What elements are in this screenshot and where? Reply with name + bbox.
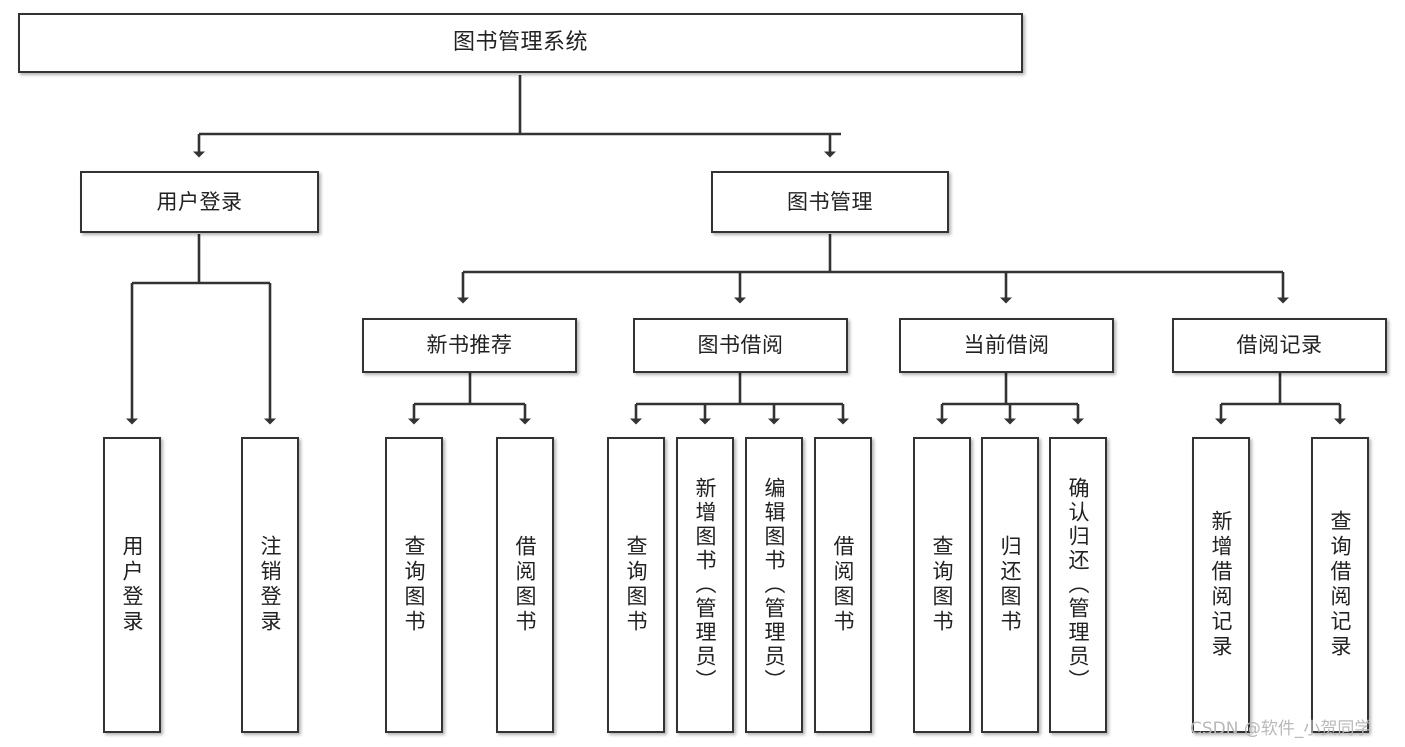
node-current-borrow-label: 当前借阅 [963, 333, 1050, 358]
node-leaf-add-record[interactable]: 新增借阅记录 [1192, 437, 1250, 733]
node-root[interactable]: 图书管理系统 [18, 13, 1023, 73]
node-root-label: 图书管理系统 [452, 30, 588, 56]
node-leaf-query-record[interactable]: 查询借阅记录 [1311, 437, 1369, 733]
node-leaf-add-book[interactable]: 新增图书（管理员） [676, 437, 734, 733]
node-borrow-record-label: 借阅记录 [1236, 333, 1323, 358]
node-leaf-query-book-3[interactable]: 查询图书 [913, 437, 971, 733]
node-leaf-user-login-label: 用户登录 [120, 535, 145, 635]
node-leaf-edit-book-label: 编辑图书（管理员） [762, 477, 787, 693]
node-leaf-user-login[interactable]: 用户登录 [103, 437, 161, 733]
node-leaf-confirm-return-label: 确认归还（管理员） [1066, 477, 1091, 693]
node-leaf-query-book-2[interactable]: 查询图书 [607, 437, 665, 733]
node-leaf-return-book-label: 归还图书 [998, 535, 1023, 635]
node-leaf-query-book-1-label: 查询图书 [402, 535, 427, 635]
node-book-borrow-label: 图书借阅 [697, 333, 784, 358]
node-leaf-query-book-3-label: 查询图书 [930, 535, 955, 635]
node-leaf-query-book-1[interactable]: 查询图书 [385, 437, 443, 733]
node-new-book-recommend[interactable]: 新书推荐 [362, 318, 577, 373]
node-leaf-edit-book[interactable]: 编辑图书（管理员） [745, 437, 803, 733]
node-leaf-borrow-book-1[interactable]: 借阅图书 [496, 437, 554, 733]
node-leaf-borrow-book-2-label: 借阅图书 [831, 535, 856, 635]
node-user-login[interactable]: 用户登录 [80, 171, 319, 233]
node-leaf-add-book-label: 新增图书（管理员） [693, 477, 718, 693]
node-leaf-user-logout-label: 注销登录 [258, 535, 283, 635]
watermark-text: CSDN @软件_小贺同学 [1190, 719, 1372, 739]
node-borrow-record[interactable]: 借阅记录 [1172, 318, 1387, 373]
node-leaf-borrow-book-2[interactable]: 借阅图书 [814, 437, 872, 733]
node-leaf-return-book[interactable]: 归还图书 [981, 437, 1039, 733]
node-current-borrow[interactable]: 当前借阅 [899, 318, 1114, 373]
node-book-borrow[interactable]: 图书借阅 [633, 318, 848, 373]
node-new-book-recommend-label: 新书推荐 [426, 333, 513, 358]
node-leaf-query-book-2-label: 查询图书 [624, 535, 649, 635]
node-leaf-confirm-return[interactable]: 确认归还（管理员） [1049, 437, 1107, 733]
node-leaf-add-record-label: 新增借阅记录 [1209, 510, 1234, 660]
node-user-login-label: 用户登录 [156, 189, 243, 214]
node-leaf-borrow-book-1-label: 借阅图书 [513, 535, 538, 635]
node-book-manage[interactable]: 图书管理 [711, 171, 949, 233]
node-book-manage-label: 图书管理 [787, 189, 873, 214]
node-leaf-user-logout[interactable]: 注销登录 [241, 437, 299, 733]
node-leaf-query-record-label: 查询借阅记录 [1328, 510, 1353, 660]
